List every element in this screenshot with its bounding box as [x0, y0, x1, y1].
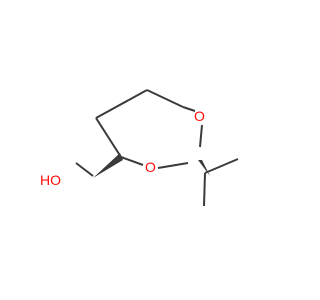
bond-o3-c4b	[120, 156, 144, 166]
molecule-structure: HO O O	[40, 89, 239, 207]
bond-c4b-c4	[95, 117, 122, 158]
atom-labels: HO O O	[40, 108, 205, 188]
bond-ch-me1	[204, 158, 239, 174]
ring-oxygen-2-label: O	[145, 159, 156, 175]
molecule-canvas: HO O O	[40, 89, 239, 207]
bond-o1-c2	[199, 124, 203, 148]
bond-c2-o3	[157, 162, 189, 169]
bond-ch-me2	[203, 172, 206, 207]
wedge-bond-ch2	[93, 153, 123, 178]
bond-c6-o1	[182, 106, 196, 112]
substituent-bonds	[75, 153, 239, 207]
ring-bonds	[95, 89, 203, 169]
hydroxyl-label: HO	[40, 172, 61, 188]
bond-c5-c6	[146, 89, 184, 108]
ring-oxygen-1-label: O	[194, 108, 205, 124]
bond-ch2-oh	[75, 162, 94, 177]
bond-c4-c5	[95, 89, 148, 119]
